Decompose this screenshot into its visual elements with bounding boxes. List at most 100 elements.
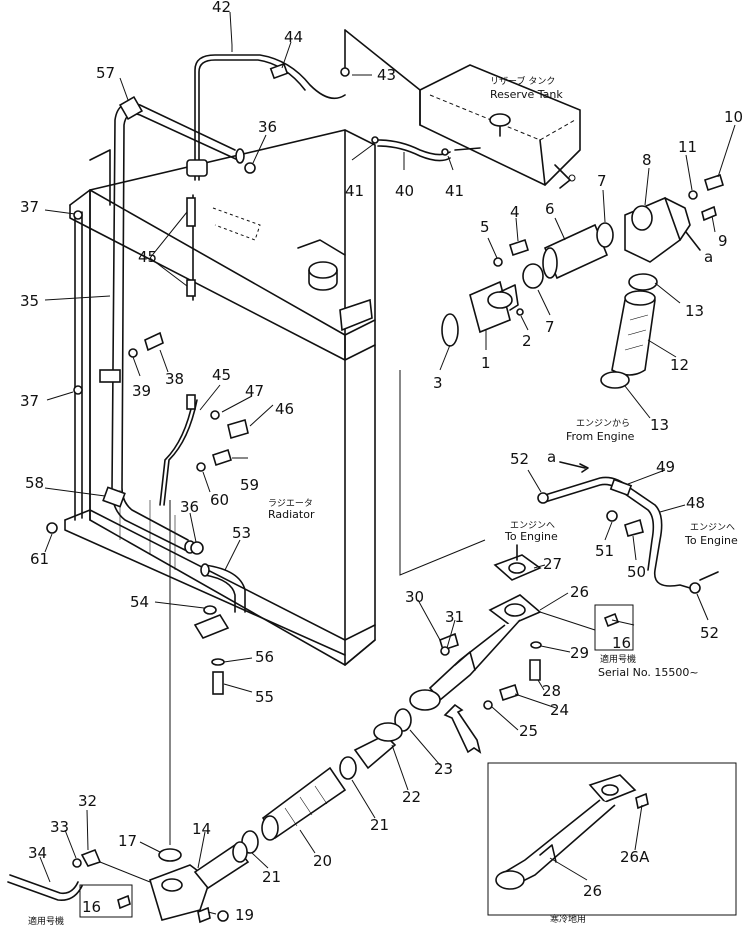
bottom-right-label-jp: 寒冷地用 bbox=[550, 913, 586, 925]
part-number: 12 bbox=[670, 356, 689, 374]
nut-61 bbox=[46, 522, 58, 534]
serial-box bbox=[594, 604, 634, 651]
part-number: 29 bbox=[570, 644, 589, 662]
part-number: 26 bbox=[570, 583, 589, 601]
from-engine-label: From Engine bbox=[566, 430, 635, 443]
part-number: 52 bbox=[700, 624, 719, 642]
clamp-36-bottom bbox=[190, 541, 204, 555]
tube-22 bbox=[353, 722, 403, 770]
bolt-59 bbox=[196, 448, 232, 472]
part-number: 22 bbox=[402, 788, 421, 806]
part-number: 3 bbox=[433, 374, 443, 392]
part-number: 50 bbox=[627, 563, 646, 581]
part-number: 39 bbox=[132, 382, 151, 400]
part-numbers: 42 44 43 57 36 37 45 35 38 39 37 45 47 4… bbox=[20, 0, 743, 924]
nut-52-upper bbox=[537, 492, 549, 504]
radiator-label-jp: ラジエータ bbox=[268, 498, 313, 509]
part-number: 6 bbox=[545, 200, 555, 218]
washer-19 bbox=[217, 910, 229, 922]
to-engine-label-jp-1: エンジンへ bbox=[510, 521, 555, 531]
bolt-38 bbox=[128, 331, 164, 358]
hose-48 bbox=[544, 476, 691, 589]
part-number: 28 bbox=[542, 682, 561, 700]
part-number: 20 bbox=[313, 852, 332, 870]
nut-52-lower bbox=[689, 582, 701, 594]
part-number: 32 bbox=[78, 792, 97, 810]
part-number: 23 bbox=[434, 760, 453, 778]
washer-11 bbox=[688, 190, 698, 200]
fitting-32 bbox=[80, 848, 102, 867]
part-number: 58 bbox=[25, 474, 44, 492]
bolt-4 bbox=[509, 238, 529, 257]
reserve-tank bbox=[419, 64, 581, 189]
clamp-13-upper bbox=[628, 273, 658, 291]
clamp-13-lower bbox=[600, 371, 630, 389]
part-number: 37 bbox=[20, 392, 39, 410]
serial-label: Serial No. 15500~ bbox=[598, 666, 699, 679]
part-number: 27 bbox=[543, 555, 562, 573]
part-number: 49 bbox=[656, 458, 675, 476]
gasket-27 bbox=[493, 554, 542, 581]
part-number: 51 bbox=[595, 542, 614, 560]
washer-33 bbox=[72, 858, 82, 868]
bolt-24 bbox=[499, 683, 519, 702]
clamp-7-lower bbox=[522, 263, 544, 289]
part-number: 42 bbox=[212, 0, 231, 16]
washer-51 bbox=[606, 510, 618, 522]
part-number: 35 bbox=[20, 292, 39, 310]
part-number: 34 bbox=[28, 844, 47, 862]
ref-a-top: a bbox=[704, 248, 713, 266]
part-number: 13 bbox=[685, 302, 704, 320]
part-number: 53 bbox=[232, 524, 251, 542]
overflow-hose bbox=[194, 54, 346, 181]
washer-25 bbox=[483, 700, 493, 710]
part-number: 36 bbox=[180, 498, 199, 516]
part-number: 45 bbox=[212, 366, 231, 384]
reserve-tank-label-jp: リザーブ タンク bbox=[490, 75, 555, 87]
reserve-tank-label: Reserve Tank bbox=[490, 88, 563, 101]
oring-3 bbox=[441, 313, 459, 347]
part-number: 43 bbox=[377, 66, 396, 84]
bolt-46 bbox=[210, 410, 249, 440]
to-engine-label-2: To Engine bbox=[684, 534, 738, 547]
bolt-50 bbox=[624, 518, 644, 537]
hose-12 bbox=[611, 290, 656, 376]
bottom-left-label-jp: 適用号機 bbox=[28, 915, 64, 926]
part-number: 40 bbox=[395, 182, 414, 200]
part-number: 21 bbox=[262, 868, 281, 886]
tube-34 bbox=[9, 874, 79, 895]
part-number: 30 bbox=[405, 588, 424, 606]
clamp-36-top bbox=[244, 162, 256, 174]
elbow-14 bbox=[149, 841, 250, 921]
part-number: 60 bbox=[210, 491, 229, 509]
direction-arrow bbox=[443, 703, 482, 754]
ref-a-leader bbox=[685, 231, 701, 251]
serial-label-jp: 適用号機 bbox=[600, 653, 636, 665]
washer-29 bbox=[530, 641, 542, 649]
part-number: 54 bbox=[130, 593, 149, 611]
washer-56 bbox=[211, 658, 225, 666]
hose-20 bbox=[261, 766, 347, 841]
part-number: 52 bbox=[510, 450, 529, 468]
part-number: 13 bbox=[650, 416, 669, 434]
part-number: 55 bbox=[255, 688, 274, 706]
part-number: 16 bbox=[612, 634, 631, 652]
part-number: 25 bbox=[519, 722, 538, 740]
to-engine-label-jp-2: エンジンへ bbox=[690, 523, 735, 533]
water-pipe-26 bbox=[409, 594, 542, 711]
radiator-label: Radiator bbox=[268, 508, 315, 521]
oring-54 bbox=[203, 605, 217, 615]
part-number: 11 bbox=[678, 138, 697, 156]
part-number: 45 bbox=[138, 248, 157, 266]
part-number: 10 bbox=[724, 108, 743, 126]
part-number: 5 bbox=[480, 218, 490, 236]
clamp-21-upper bbox=[339, 756, 357, 780]
part-number: 47 bbox=[245, 382, 264, 400]
leader-lines bbox=[39, 11, 736, 915]
serial-box-bottom bbox=[79, 884, 133, 918]
part-number: 41 bbox=[345, 182, 364, 200]
oring-17 bbox=[158, 848, 182, 862]
part-number: 57 bbox=[96, 64, 115, 82]
clamp-49 bbox=[609, 478, 633, 497]
